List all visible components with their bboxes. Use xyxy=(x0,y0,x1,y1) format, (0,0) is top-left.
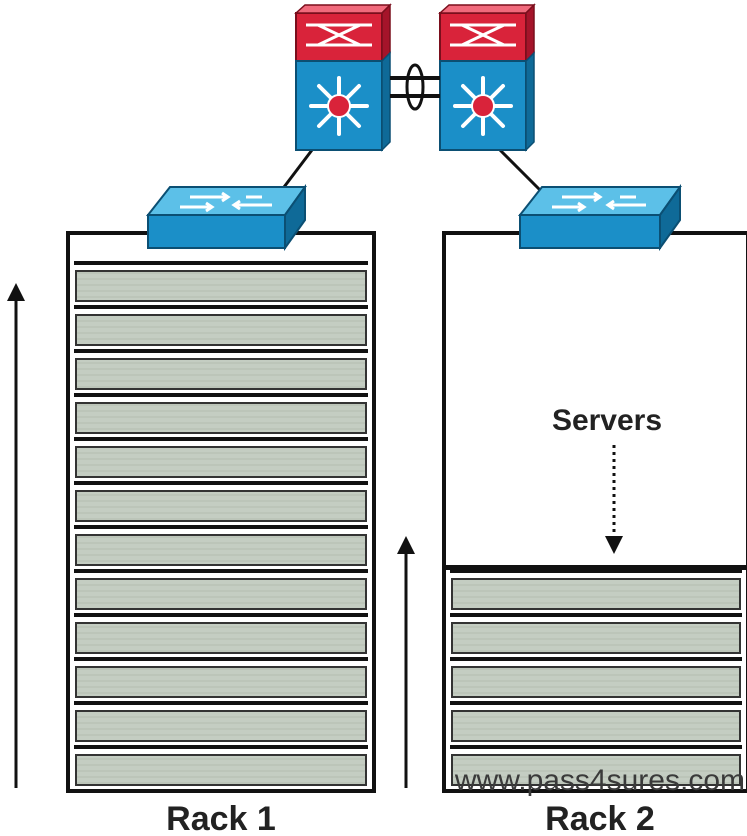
uplink-line-right xyxy=(498,148,547,197)
server-unit xyxy=(74,657,368,698)
server-unit xyxy=(450,745,742,786)
rack-1-servers xyxy=(74,261,368,786)
server-unit xyxy=(450,657,742,698)
server-unit xyxy=(74,437,368,478)
core-switch-icon xyxy=(294,3,392,152)
server-unit xyxy=(74,525,368,566)
server-unit xyxy=(74,701,368,742)
server-unit xyxy=(74,745,368,786)
server-unit xyxy=(450,613,742,654)
access-switch-icon xyxy=(145,183,307,252)
rack-1 xyxy=(66,231,376,793)
server-unit xyxy=(74,613,368,654)
server-unit xyxy=(74,569,368,610)
servers-label: Servers xyxy=(552,404,662,437)
core-switch-icon xyxy=(438,3,536,152)
port-channel-icon xyxy=(390,63,440,111)
rack-2-stack-top xyxy=(446,565,746,570)
server-unit xyxy=(74,393,368,434)
rack-2-label: Rack 2 xyxy=(545,800,655,836)
server-unit xyxy=(450,701,742,742)
server-unit xyxy=(450,569,742,610)
server-unit xyxy=(74,481,368,522)
server-unit xyxy=(74,305,368,346)
server-unit xyxy=(74,349,368,390)
rack-2 xyxy=(442,231,747,793)
server-unit xyxy=(74,261,368,302)
access-switch-icon xyxy=(517,183,682,252)
rack-2-servers xyxy=(446,565,746,786)
watermark-text: www.pass4sures.com xyxy=(454,764,745,797)
rack-1-label: Rack 1 xyxy=(166,800,276,836)
